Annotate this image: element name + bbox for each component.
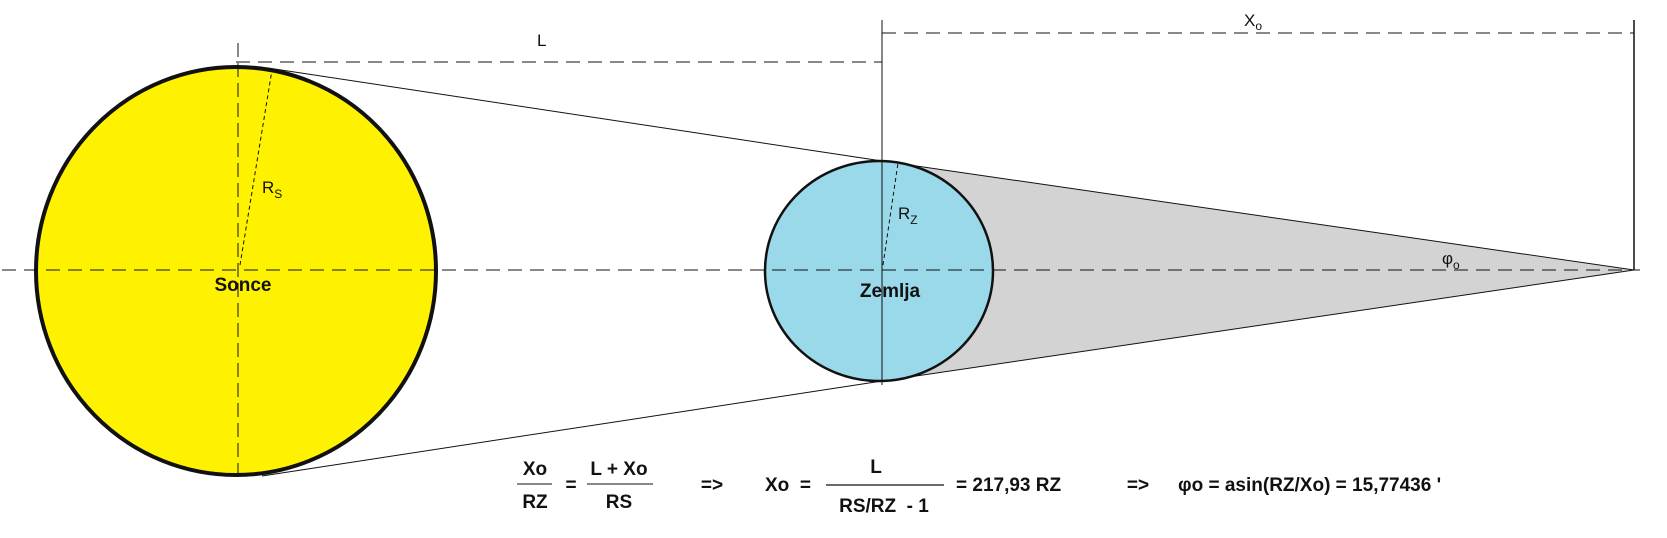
L-label: L [537, 31, 546, 50]
Xo-label: Xo [1244, 11, 1262, 33]
f3-numerator: L [870, 457, 882, 478]
f3-denominator: RS/RZ - 1 [839, 496, 929, 517]
phi-label: φo [1442, 249, 1460, 272]
earth-disc [763, 159, 995, 383]
f1-denominator: RZ [522, 492, 548, 513]
sun-radius-line [239, 69, 273, 266]
result-phi: φo = asin(RZ/Xo) = 15,77436 ' [1178, 475, 1441, 496]
f2-denominator: RS [606, 492, 632, 513]
sun-label: Sonce [214, 275, 271, 296]
Rz-label: RZ [898, 204, 918, 227]
formula: Xo RZ = L + Xo RS => Xo = L RS/RZ - 1 = … [517, 457, 1441, 517]
arrow-1: => [701, 475, 723, 496]
earth-label: Zemlja [860, 281, 921, 302]
earth-shadow-cone [881, 160, 1635, 382]
arrow-2: => [1127, 475, 1149, 496]
f1-equals: = [565, 475, 576, 496]
result-xo: = 217,93 RZ [956, 475, 1061, 496]
sun-disc [34, 65, 438, 477]
f2-numerator: L + Xo [590, 459, 647, 480]
earth-radius-line [882, 162, 899, 266]
f1-numerator: Xo [523, 459, 547, 480]
tangent-line-bottom [261, 380, 883, 477]
Rs-label: RS [262, 178, 282, 201]
tangent-line-top [267, 67, 883, 162]
xo-lhs: Xo = [765, 475, 811, 496]
